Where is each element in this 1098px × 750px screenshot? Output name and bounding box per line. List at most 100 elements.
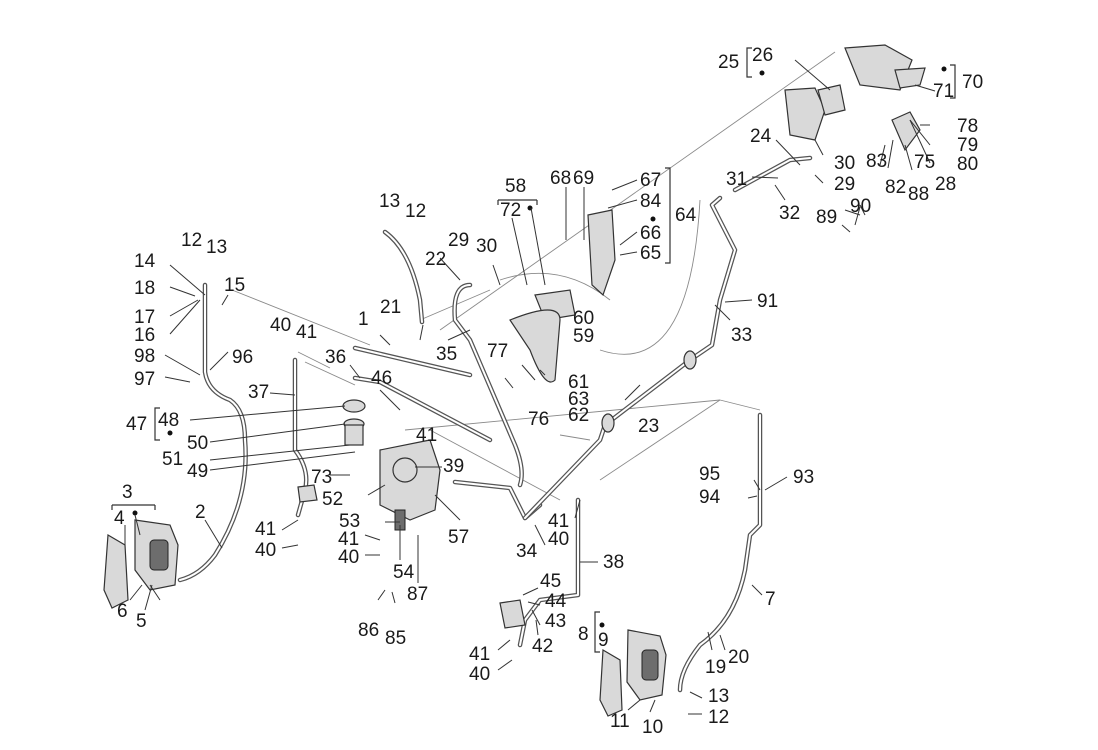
part-label-47: 47 [126, 414, 147, 435]
part-label-61: 61 [568, 372, 589, 393]
part-label-10: 10 [642, 717, 663, 738]
part-label-80: 80 [957, 154, 978, 175]
part-label-40c: 40 [338, 547, 359, 568]
part-label-5: 5 [136, 611, 147, 632]
part-label-41d: 41 [416, 425, 437, 446]
part-label-29b: 29 [834, 174, 855, 195]
part-label-85: 85 [385, 628, 406, 649]
rear-right-caliper [599, 629, 667, 717]
part-label-54: 54 [393, 562, 415, 583]
part-label-48: 48 [158, 410, 179, 431]
part-label-79: 79 [957, 135, 978, 156]
part-label-46: 46 [371, 368, 392, 389]
part-label-49: 49 [187, 461, 208, 482]
part-label-52: 52 [322, 489, 343, 510]
part-label-32: 32 [779, 203, 800, 224]
part-label-24: 24 [750, 126, 772, 147]
part-label-21: 21 [380, 297, 401, 318]
part-label-64: 64 [675, 205, 697, 226]
part-label-8: 8 [578, 624, 589, 645]
part-label-4: 4 [114, 508, 125, 529]
part-label-18: 18 [134, 278, 155, 299]
part-label-25: 25 [718, 52, 739, 73]
part-label-7: 7 [765, 589, 776, 610]
part-label-75: 75 [914, 152, 935, 173]
part-label-41b: 41 [255, 519, 276, 540]
part-label-9: 9 [598, 630, 609, 651]
part-label-1: 1 [358, 309, 369, 330]
part-label-78: 78 [957, 116, 978, 137]
part-label-20: 20 [728, 647, 749, 668]
rear-caliper-top [784, 44, 926, 152]
part-label-41f: 41 [469, 644, 490, 665]
part-label-98: 98 [134, 346, 155, 367]
part-label-33: 33 [731, 325, 752, 346]
part-label-42: 42 [532, 636, 553, 657]
part-label-86: 86 [358, 620, 379, 641]
part-label-22: 22 [425, 249, 446, 270]
part-label-41e: 41 [548, 511, 569, 532]
part-label-57: 57 [448, 527, 469, 548]
part-label-2: 2 [195, 502, 206, 523]
part-label-50: 50 [187, 433, 208, 454]
part-label-41c: 41 [338, 529, 359, 550]
small-center-caliper [499, 599, 526, 629]
part-label-12b: 12 [405, 201, 426, 222]
part-label-53: 53 [339, 511, 360, 532]
part-label-59: 59 [573, 326, 594, 347]
part-label-6: 6 [117, 601, 128, 622]
part-label-37: 37 [248, 382, 269, 403]
part-label-34: 34 [516, 541, 538, 562]
part-label-29a: 29 [448, 230, 469, 251]
part-label-83: 83 [866, 151, 887, 172]
part-label-15: 15 [224, 275, 245, 296]
grommets [601, 350, 697, 433]
part-label-63: 63 [568, 389, 589, 410]
part-label-70: 70 [962, 72, 983, 93]
part-label-30b: 30 [834, 153, 855, 174]
part-label-88: 88 [908, 184, 929, 205]
part-label-58: 58 [505, 176, 526, 197]
part-label-12a: 12 [181, 230, 202, 251]
part-label-82: 82 [885, 177, 906, 198]
part-label-36: 36 [325, 347, 346, 368]
part-label-97: 97 [134, 369, 155, 390]
part-label-31: 31 [726, 169, 747, 190]
part-label-14: 14 [134, 251, 156, 272]
part-label-26: 26 [752, 45, 773, 66]
part-label-51: 51 [162, 449, 183, 470]
part-label-87: 87 [407, 584, 428, 605]
group-brackets [111, 47, 956, 653]
part-label-45: 45 [540, 571, 561, 592]
part-label-95: 95 [699, 464, 720, 485]
part-label-43: 43 [545, 611, 566, 632]
small-left-caliper [297, 484, 318, 503]
part-labels: 1 2 3 4 5 6 7 8 9 10 11 12 13 12 13 12 1… [114, 45, 983, 738]
part-label-23: 23 [638, 416, 659, 437]
part-label-28: 28 [935, 174, 956, 195]
part-label-67: 67 [640, 170, 661, 191]
part-label-39: 39 [443, 456, 464, 477]
part-label-93: 93 [793, 467, 814, 488]
part-label-40e: 40 [548, 529, 569, 550]
brake-lines [177, 155, 813, 693]
part-label-13c: 13 [708, 686, 729, 707]
part-label-41a: 41 [296, 322, 317, 343]
part-label-38: 38 [603, 552, 624, 573]
part-label-66: 66 [640, 223, 661, 244]
leader-lines [124, 59, 936, 715]
part-label-84: 84 [640, 191, 662, 212]
part-label-30a: 30 [476, 236, 497, 257]
part-label-40b: 40 [255, 540, 276, 561]
abs-unit-center [509, 209, 616, 383]
part-label-11: 11 [610, 711, 630, 732]
part-label-19: 19 [705, 657, 726, 678]
part-label-35: 35 [436, 344, 457, 365]
master-cylinder-assembly [342, 399, 441, 531]
part-label-77: 77 [487, 341, 508, 362]
part-label-60: 60 [573, 308, 594, 329]
part-label-96: 96 [232, 347, 253, 368]
part-label-62: 62 [568, 405, 589, 426]
part-label-16: 16 [134, 325, 155, 346]
